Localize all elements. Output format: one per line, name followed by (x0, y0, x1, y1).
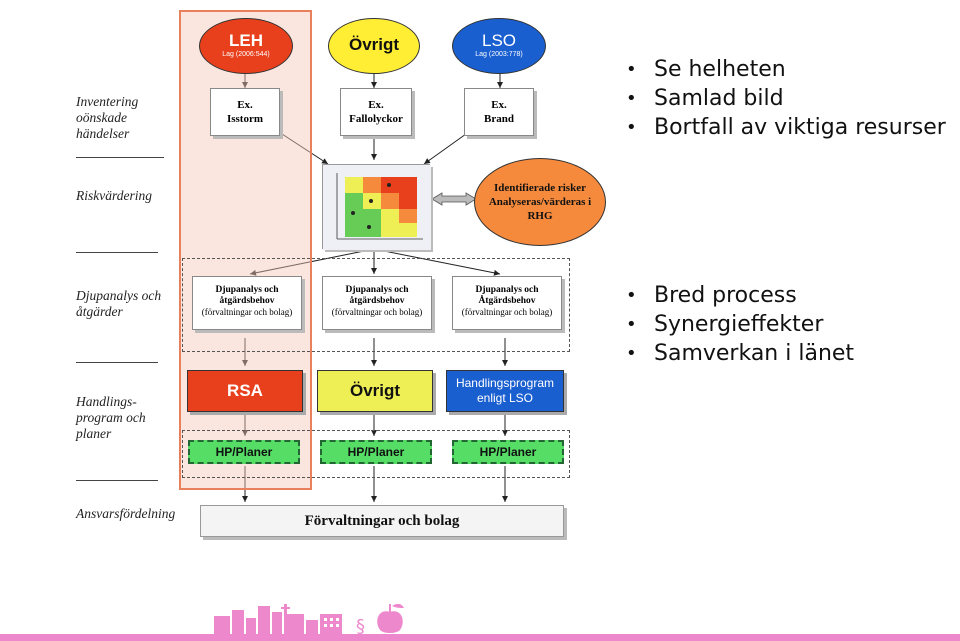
program-ovrigt: Övrigt (317, 370, 433, 412)
oval-leh-sub: Lag (2006:544) (222, 51, 270, 58)
program-label-line: enligt LSO (476, 391, 534, 405)
bullet-item: • Synergieffekter (624, 310, 854, 339)
bullet-item: • Samverkan i länet (624, 339, 854, 368)
risk-line: RHG (527, 210, 553, 222)
djupanalys-title: Djupanalys och (345, 285, 409, 295)
label-inventering: Inventering oönskade händelser (76, 94, 138, 142)
divider (76, 157, 164, 158)
hp-planer-label: HP/Planer (347, 445, 405, 459)
label-line: Ansvarsfördelning (76, 506, 176, 521)
program-label: Övrigt (349, 381, 401, 400)
djupanalys-row-container (182, 258, 570, 352)
hp-planer-box: HP/Planer (188, 440, 300, 464)
bullet-dot: • (626, 88, 637, 109)
bullet-text: Samverkan i länet (654, 341, 855, 366)
oval-ovrigt: Övrigt (328, 18, 420, 74)
bullet-text: Synergieffekter (654, 312, 824, 337)
example-box-isstorm: Ex. Isstorm (210, 88, 280, 136)
divider (76, 362, 158, 363)
djupanalys-title: Djupanalys och (475, 285, 539, 295)
bullet-dot: • (626, 59, 637, 80)
label-line: program och (76, 410, 146, 425)
program-label-line: Handlingsprogram (455, 376, 555, 390)
djupanalys-title: åtgärdsbehov (219, 296, 275, 306)
oval-identifierade-risker: Identifierade risker Analyseras/värderas… (474, 158, 606, 246)
example-name: Brand (484, 113, 514, 125)
djupanalys-box: Djupanalys och åtgärdsbehov (förvaltning… (192, 276, 302, 330)
hp-planer-box: HP/Planer (452, 440, 564, 464)
hp-row-container (182, 430, 570, 478)
oval-lso-sub: Lag (2003:778) (475, 51, 523, 58)
djupanalys-box: Djupanalys och åtgärdsbehov (förvaltning… (322, 276, 432, 330)
risk-matrix-graphic (323, 165, 431, 250)
example-box-fallolyckor: Ex. Fallolyckor (340, 88, 412, 136)
djupanalys-sub: (förvaltningar och bolag) (461, 307, 553, 317)
label-line: Inventering (76, 94, 139, 109)
divider (76, 252, 158, 253)
djupanalys-title: Djupanalys och (215, 285, 279, 295)
example-name: Fallolyckor (349, 113, 403, 125)
label-line: oönskade (76, 110, 127, 125)
bullet-dot: • (626, 285, 637, 306)
bullet-text: Bortfall av viktiga resurser (654, 115, 946, 140)
bullet-dot: • (626, 343, 637, 364)
label-riskvardering: Riskvärdering (76, 188, 152, 204)
footer-skyline-logo: § (0, 603, 960, 641)
example-label: Ex. (368, 99, 384, 111)
label-line: Handlings- (76, 394, 137, 409)
paragraph-symbol-icon: § (356, 616, 365, 637)
label-line: Djupanalys och (76, 288, 162, 303)
oval-lso: LSO Lag (2003:778) (452, 18, 546, 74)
program-lso: Handlingsprogram enligt LSO (446, 370, 564, 412)
label-line: Riskvärdering (76, 188, 152, 203)
bullet-text: Samlad bild (654, 86, 784, 111)
hp-planer-label: HP/Planer (479, 445, 537, 459)
hp-planer-label: HP/Planer (215, 445, 273, 459)
bullet-item: • Bred process (624, 281, 854, 310)
bullet-dot: • (626, 117, 637, 138)
label-handlings: Handlings- program och planer (76, 394, 146, 442)
label-line: händelser (76, 126, 130, 141)
bullet-list-top: • Se helheten • Samlad bild • Bortfall av v… (624, 55, 946, 142)
example-label: Ex. (491, 99, 507, 111)
risk-matrix-thumbnail (322, 164, 431, 250)
label-line: planer (76, 426, 112, 441)
bullet-item: • Se helheten (624, 55, 946, 84)
label-ansvar: Ansvarsfördelning (76, 506, 175, 522)
djupanalys-sub: (förvaltningar och bolag) (331, 307, 423, 317)
label-line: åtgärder (76, 304, 123, 319)
oval-ovrigt-title: Övrigt (348, 35, 400, 54)
djupanalys-title: Åtgärdsbehov (478, 296, 536, 306)
djupanalys-box: Djupanalys och Åtgärdsbehov (förvaltning… (452, 276, 562, 330)
example-label: Ex. (237, 99, 253, 111)
oval-leh-title: LEH (229, 31, 263, 50)
forvaltningar-label: Förvaltningar och bolag (304, 513, 460, 529)
leh-column-highlight (179, 10, 312, 490)
hp-planer-box: HP/Planer (320, 440, 432, 464)
forvaltningar-box: Förvaltningar och bolag (200, 505, 564, 537)
djupanalys-sub: (förvaltningar och bolag) (201, 307, 293, 317)
program-rsa: RSA (187, 370, 303, 412)
bullet-list-bottom: • Bred process • Synergieffekter • Samverka… (624, 281, 854, 368)
djupanalys-title: åtgärdsbehov (349, 296, 405, 306)
bullet-dot: • (626, 314, 637, 335)
label-djupanalys: Djupanalys och åtgärder (76, 288, 161, 320)
bullet-text: Bred process (654, 283, 797, 308)
bullet-text: Se helheten (654, 57, 786, 82)
example-name: Isstorm (226, 113, 264, 125)
bullet-item: • Bortfall av viktiga resurser (624, 113, 946, 142)
program-label: RSA (227, 381, 263, 400)
risk-line: Analyseras/värderas i (488, 196, 592, 208)
oval-leh: LEH Lag (2006:544) (199, 18, 293, 74)
bullet-item: • Samlad bild (624, 84, 946, 113)
divider (76, 480, 158, 481)
risk-line: Identifierade risker (494, 182, 586, 194)
example-box-brand: Ex. Brand (464, 88, 534, 136)
oval-lso-title: LSO (481, 31, 517, 50)
